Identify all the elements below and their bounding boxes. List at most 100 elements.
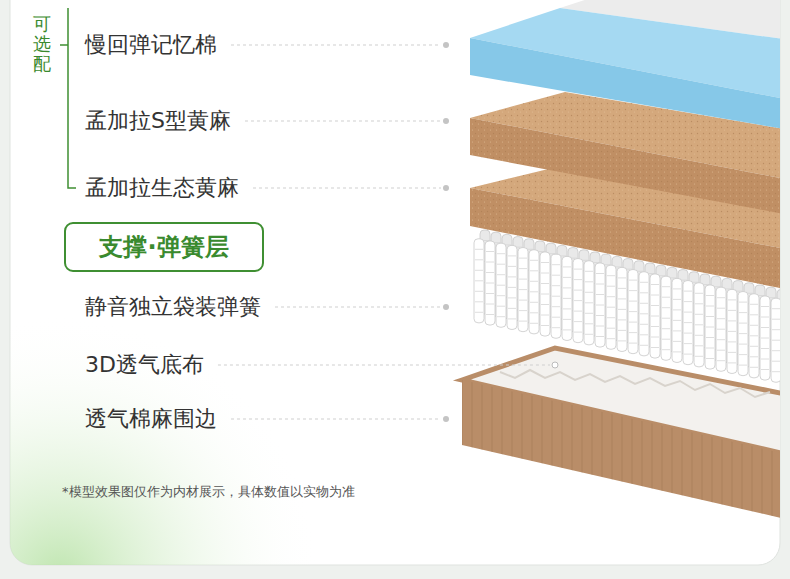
spring-ridge [673, 288, 681, 289]
spring-ridge [541, 294, 549, 295]
spring-ridge [497, 264, 505, 265]
spring-coil [694, 283, 704, 367]
spring-ridge [640, 313, 648, 314]
spring-ridge [596, 284, 604, 285]
spring-coil [617, 267, 627, 351]
spring-ridge [563, 329, 571, 330]
spring-ridge [585, 323, 593, 324]
spring-ridge [618, 309, 626, 310]
base-front-texture [462, 380, 780, 520]
spring-coil [749, 294, 759, 378]
spring-ridge [530, 312, 538, 313]
spring-ridge [530, 281, 538, 282]
spring-coil [738, 292, 748, 376]
spring-coil [760, 296, 770, 380]
spring-ridge [497, 285, 505, 286]
spring-ridge [640, 292, 648, 293]
spring-ridge [607, 307, 615, 308]
optional-tag: 可选配 [33, 14, 51, 73]
spring-ridge [629, 332, 637, 333]
spring-ridge [684, 343, 692, 344]
spring-ridge [772, 329, 780, 330]
spring-coil [672, 278, 682, 362]
spring-ridge [629, 280, 637, 281]
base-front [462, 380, 780, 520]
spring-ridge [629, 301, 637, 302]
spring-coil [771, 298, 780, 382]
spring-coil [540, 252, 550, 336]
spring-ridge [629, 322, 637, 323]
spring-ridge [673, 309, 681, 310]
spring-ridge [541, 262, 549, 263]
spring-ridge [541, 304, 549, 305]
spring-ridge [486, 293, 494, 294]
spring-ridge [563, 287, 571, 288]
bracket-tick [60, 44, 68, 46]
spring-ridge [761, 348, 769, 349]
spring-ridge [750, 314, 758, 315]
spring-ridge [728, 352, 736, 353]
spring-ridge [552, 285, 560, 286]
spring-ridge [662, 349, 670, 350]
green-glow [10, 300, 510, 565]
spring-ridge [508, 287, 516, 288]
spring-ridge [618, 319, 626, 320]
spring-ridge [662, 307, 670, 308]
spring-ridge [761, 317, 769, 318]
spring-ridge [695, 335, 703, 336]
optional-bracket [68, 8, 76, 188]
spring-ridge [475, 312, 483, 313]
spring-ridge [706, 306, 714, 307]
spring-ridge [486, 304, 494, 305]
spring-coil [485, 241, 495, 325]
spring-ridge [497, 253, 505, 254]
spring-ridge [508, 318, 516, 319]
spring-ridge [497, 295, 505, 296]
spring-ridge [618, 277, 626, 278]
spring-ridge [695, 293, 703, 294]
spring-ridge [563, 277, 571, 278]
spring-ridge [552, 306, 560, 307]
spring-ridge [695, 356, 703, 357]
spring-ridge [673, 330, 681, 331]
spring-ridge [552, 264, 560, 265]
spring-ridge [508, 297, 516, 298]
spring-ridge [519, 289, 527, 290]
spring-ridge [574, 300, 582, 301]
spring-ridge [596, 326, 604, 327]
spring-ridge [552, 327, 560, 328]
spring-ridge [662, 286, 670, 287]
spring-ridge [706, 337, 714, 338]
spring-coil [705, 285, 715, 369]
spring-ridge [772, 350, 780, 351]
spring-ridge [717, 339, 725, 340]
spring-ridge [728, 341, 736, 342]
spring-ridge [497, 274, 505, 275]
spring-ridge [607, 286, 615, 287]
spring-ridge [508, 266, 516, 267]
spring-ridge [530, 260, 538, 261]
spring-ridge [750, 304, 758, 305]
spring-ridge [475, 280, 483, 281]
spring-ridge [662, 297, 670, 298]
spring-coil [573, 259, 583, 343]
spring-ridge [519, 279, 527, 280]
spring-ridge [673, 320, 681, 321]
spring-ridge [673, 351, 681, 352]
spring-ridge [596, 336, 604, 337]
spring-ridge [475, 259, 483, 260]
spring-ridge [618, 298, 626, 299]
spring-ridge [552, 317, 560, 318]
spring-ridge [629, 343, 637, 344]
leader-line [253, 188, 441, 189]
leader-line [245, 121, 441, 122]
spring-ridge [640, 324, 648, 325]
spring-ridge [497, 316, 505, 317]
spring-coil [529, 250, 539, 334]
spring-ridge [717, 329, 725, 330]
spring-ridge [706, 348, 714, 349]
spring-coil [650, 274, 660, 358]
leader-dot [443, 304, 449, 310]
spring-ridge [673, 341, 681, 342]
spring-ridge [629, 290, 637, 291]
